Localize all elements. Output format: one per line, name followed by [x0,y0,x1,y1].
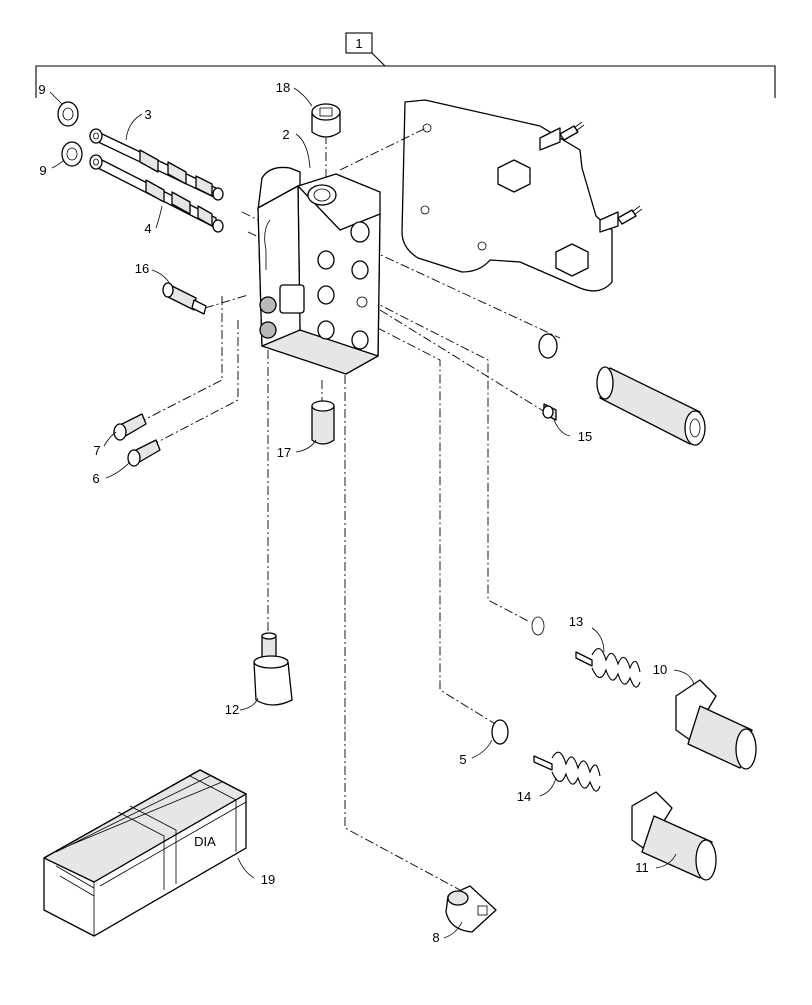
callout-12: 12 [225,702,239,717]
spool-4 [89,154,224,233]
plug-18 [311,103,341,138]
cap-10 [675,679,757,770]
plug-8 [445,885,497,933]
crate-logo: DIA [194,834,216,849]
plug-17 [311,400,335,445]
callouts: 9 9 3 4 18 2 16 7 6 17 15 13 10 [38,80,695,945]
spool-3 [89,128,224,201]
o-ring-relief [538,333,558,359]
callout-13: 13 [569,614,583,629]
callout-5: 5 [459,752,466,767]
callout-8: 8 [432,930,439,945]
o-ring-5 [491,719,509,745]
callout-16: 16 [135,261,149,276]
callout-3: 3 [144,107,151,122]
relief-cartridge [596,366,706,446]
callout-19: 19 [261,872,275,887]
fitting-6 [127,439,161,467]
callout-11: 11 [635,860,649,875]
callout-2: 2 [282,127,289,142]
fitting-7 [113,413,147,441]
o-ring-upper [531,616,545,636]
assembly-label-box [345,32,373,54]
assembly-label: 1 [355,36,362,51]
mounting-plate [401,99,643,292]
callout-9-bottom: 9 [39,163,46,178]
callout-9-top: 9 [38,82,45,97]
plug-15 [542,403,557,421]
cap-11 [631,791,717,881]
spring-13 [575,648,641,688]
fitting-16 [162,282,207,315]
callout-15: 15 [578,429,592,444]
callout-10: 10 [653,662,667,677]
crate-19: DIA [43,769,247,937]
callout-18: 18 [276,80,290,95]
callout-14: 14 [517,789,531,804]
relief-valve-12 [253,632,293,706]
callout-7: 7 [93,443,100,458]
assembly-bracket: 1 [35,32,776,98]
assembly-lines [139,118,561,891]
callout-6: 6 [92,471,99,486]
spring-14 [533,751,601,792]
washer-9-bottom [61,141,83,167]
callout-4: 4 [144,221,151,236]
washer-9-top [57,101,79,127]
valve-section-2 [257,166,381,375]
callout-17: 17 [277,445,291,460]
